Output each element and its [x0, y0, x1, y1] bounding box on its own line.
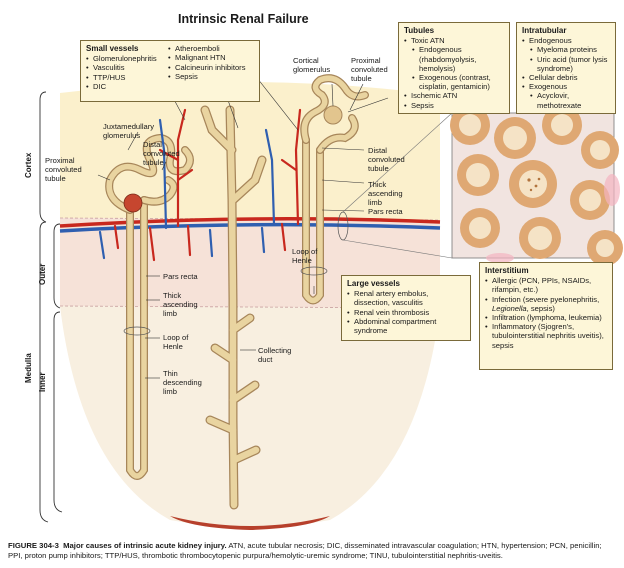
short-loop-of-henle [302, 136, 324, 305]
infection-text: Infection (severe pyelonephritis, [492, 294, 600, 304]
caption-label: FIGURE 304-3 [8, 541, 59, 550]
list-item: DIC [86, 82, 168, 91]
arcuate-vein [59, 222, 441, 233]
label-collecting-duct: Collecting duct [258, 346, 292, 364]
inner-medulla-label: Inner [38, 372, 47, 392]
tubules-box: Tubules Toxic ATN Endogenous (rhabdomyol… [398, 22, 510, 114]
label-thick-ascending-left: Thick ascending limb [163, 291, 198, 318]
cortical-convoluted-tubule [300, 74, 369, 154]
intratubular-heading: Intratubular [522, 26, 567, 35]
label-cortical-glomerulus: Cortical glomerulus [293, 56, 331, 74]
list-item: Myeloma proteins [522, 45, 610, 54]
list-item: Renal artery embolus, dissection, vascul… [347, 289, 465, 307]
cortex-bracket [39, 91, 47, 223]
arcuate-artery [59, 217, 441, 228]
caption-text: ATN, acute tubular necrosis; DIC, dissem… [8, 541, 602, 560]
list-item: Vasculitis [86, 63, 168, 72]
cortex-region [60, 81, 440, 221]
list-item: Sepsis [404, 101, 504, 110]
medulla-bracket [39, 221, 49, 523]
label-distal-convoluted-right: Distal convoluted tubule [368, 146, 405, 173]
list-item: Allergic (PCN, PPIs, NSAIDs, rifampin, e… [485, 276, 607, 294]
list-item: Exogenous (contrast, cisplatin, gentamic… [404, 73, 504, 91]
list-item: Uric acid (tumor lysis syndrome) [522, 55, 610, 73]
medulla-label: Medulla [24, 353, 33, 383]
label-proximal-convoluted-left: Proximal convoluted tubule [45, 156, 82, 183]
label-thick-ascending-right: Thick ascending limb [368, 180, 403, 207]
list-item: Renal vein thrombosis [347, 308, 465, 317]
outer-bracket [53, 223, 61, 309]
label-loop-henle-right: Loop of Henle [292, 247, 318, 265]
list-item: Endogenous (rhabdomyolysis, hemolysis) [404, 45, 504, 73]
juxtamedullary-convoluted-tubule [105, 133, 194, 214]
list-item: Cellular debris [522, 73, 610, 82]
inner-medulla-region [60, 306, 440, 528]
list-item: Inflammatory (Sjogren's, tubulointerstit… [485, 322, 607, 350]
interlobular-arteries [113, 108, 302, 262]
list-item: Endogenous [522, 36, 610, 45]
list-item: Atheroemboli [168, 44, 248, 53]
papilla-tip [170, 516, 330, 530]
large-vessels-heading: Large vessels [347, 279, 400, 288]
list-item: TTP/HUS [86, 73, 168, 82]
list-item: Sepsis [168, 72, 248, 81]
label-loop-henle-left: Loop of Henle [163, 333, 189, 351]
inner-bracket [53, 311, 63, 513]
list-item: Ischemic ATN [404, 91, 504, 100]
list-item: Infiltration (lymphoma, leukemia) [485, 313, 607, 322]
list-item: Glomerulonephritis [86, 54, 168, 63]
outer-medulla-label: Outer [38, 263, 47, 285]
list-item: Acyclovir, methotrexate [522, 91, 610, 109]
long-loop-of-henle [126, 196, 148, 480]
label-pars-recta-right: Pars recta [368, 207, 403, 216]
tubules-heading: Tubules [404, 26, 435, 35]
list-item: Abdominal compartment syndrome [347, 317, 465, 335]
caption-heading: Major causes of intrinsic acute kidney i… [63, 541, 227, 550]
list-item: Infection (severe pyelonephritis, Legion… [485, 295, 607, 313]
label-pars-recta-left: Pars recta [163, 272, 198, 281]
small-vessels-box: Small vessels Glomerulonephritis Vasculi… [80, 40, 260, 102]
list-item: Malignant HTN [168, 53, 248, 62]
intratubular-box: Intratubular Endogenous Myeloma proteins… [516, 22, 616, 114]
list-item: Exogenous [522, 82, 610, 91]
sepsis-text: , sepsis) [526, 303, 555, 313]
interstitium-box: Interstitium Allergic (PCN, PPIs, NSAIDs… [479, 262, 613, 370]
juxtamedullary-glomerulus-shape [123, 193, 143, 213]
list-item: Calcineurin inhibitors [168, 63, 248, 72]
tubule-cross-section-inset [450, 105, 623, 266]
list-item: Toxic ATN [404, 36, 504, 45]
legionella-text: Legionella [492, 303, 527, 313]
label-thin-descending: Thin descending limb [163, 369, 202, 396]
label-juxtamedullary-glomerulus: Juxtamedullary glomerulus [103, 122, 155, 140]
cortical-glomerulus-shape [323, 105, 343, 125]
cortex-label: Cortex [24, 152, 33, 178]
interlobular-veins [98, 118, 276, 260]
diagram-title: Intrinsic Renal Failure [178, 12, 309, 26]
figure-caption: FIGURE 304-3 Major causes of intrinsic a… [8, 541, 618, 561]
small-vessels-heading: Small vessels [86, 44, 139, 53]
label-distal-convoluted-left: Distal convoluted tubule [143, 140, 180, 167]
label-proximal-convoluted-top: Proximal convoluted tubule [351, 56, 388, 83]
large-vessels-box: Large vessels Renal artery embolus, diss… [341, 275, 471, 341]
interstitium-heading: Interstitium [485, 266, 529, 275]
